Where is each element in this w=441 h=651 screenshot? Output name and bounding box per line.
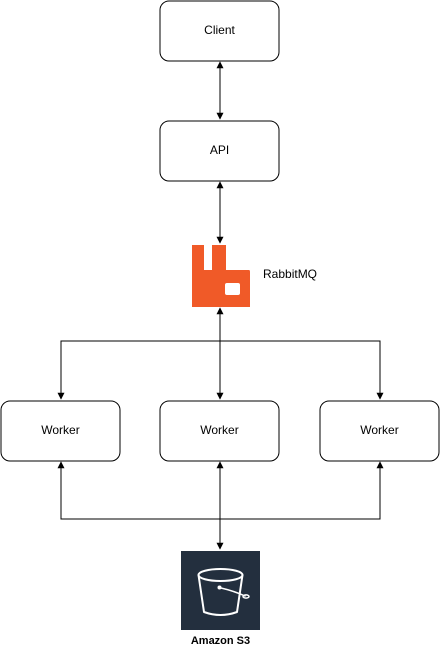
amazon-s3-node[interactable]: Amazon S3 xyxy=(181,551,260,647)
worker-node-right[interactable]: Worker xyxy=(319,400,440,462)
edge-rabbitmq-worker-left xyxy=(57,340,220,400)
worker-label: Worker xyxy=(200,423,238,437)
worker-label: Worker xyxy=(41,423,79,437)
api-box xyxy=(159,120,280,182)
api-label: API xyxy=(210,143,229,157)
worker-label: Worker xyxy=(360,423,398,437)
worker-node-center[interactable]: Worker xyxy=(159,400,280,462)
worker-box xyxy=(159,400,280,462)
rabbitmq-icon xyxy=(192,245,250,307)
rabbitmq-node[interactable]: RabbitMQ xyxy=(192,245,317,307)
amazon-s3-icon-background xyxy=(181,551,260,630)
worker-box xyxy=(0,400,121,462)
edge-worker-right-s3 xyxy=(220,461,384,520)
amazon-s3-bucket-icon xyxy=(197,568,250,616)
client-label: Client xyxy=(204,23,235,37)
edges xyxy=(57,61,384,550)
api-node[interactable]: API xyxy=(159,120,280,182)
client-box xyxy=(159,0,280,62)
amazon-s3-label: Amazon S3 xyxy=(191,635,250,647)
rabbitmq-label: RabbitMQ xyxy=(263,267,317,281)
worker-node-left[interactable]: Worker xyxy=(0,400,121,462)
client-node[interactable]: Client xyxy=(159,0,280,62)
edge-rabbitmq-worker-right xyxy=(220,340,384,400)
edge-worker-left-s3 xyxy=(57,461,220,520)
worker-box xyxy=(319,400,440,462)
